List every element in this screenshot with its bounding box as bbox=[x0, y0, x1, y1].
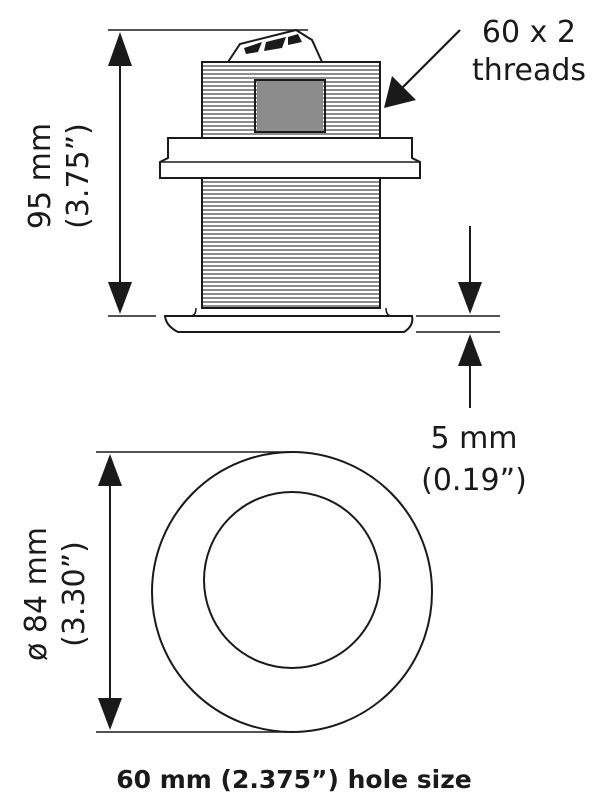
flange-arrow-down bbox=[458, 282, 482, 314]
diameter-label-line1: ø 84 mm bbox=[19, 527, 54, 661]
upper-thread-lines bbox=[202, 65, 380, 135]
diameter-dimension bbox=[96, 451, 292, 733]
threads-label-line1: 60 x 2 bbox=[482, 15, 576, 50]
window-thread-lines bbox=[257, 83, 323, 129]
height-label-line1: 95 mm bbox=[23, 123, 58, 229]
flange-nut bbox=[159, 137, 421, 179]
flange-label-line1: 5 mm bbox=[430, 421, 517, 456]
body-window bbox=[254, 79, 326, 133]
flange-dimension bbox=[416, 226, 500, 408]
height-label-line2: (3.75”) bbox=[61, 123, 96, 229]
lower-thread-lines bbox=[202, 181, 380, 307]
cap-logo-mark bbox=[244, 34, 302, 54]
outer-flange-circle bbox=[151, 451, 433, 733]
side-view bbox=[108, 28, 500, 408]
flange-arrow-up bbox=[458, 334, 482, 366]
height-arrow-top bbox=[108, 32, 132, 66]
diameter-arrow-top bbox=[98, 454, 122, 486]
bottom-flange bbox=[163, 315, 414, 333]
diameter-arrow-bottom bbox=[98, 698, 122, 730]
diameter-label-line2: (3.30”) bbox=[57, 541, 92, 647]
threads-callout bbox=[384, 29, 461, 108]
threads-callout-arrowhead bbox=[384, 76, 416, 108]
top-view bbox=[96, 451, 433, 733]
threads-label-line2: threads bbox=[472, 53, 586, 88]
height-arrow-bottom bbox=[108, 282, 132, 314]
lower-threaded-body bbox=[201, 177, 381, 309]
inner-body-circle bbox=[203, 491, 381, 669]
flange-label-line2: (0.19”) bbox=[421, 463, 527, 498]
hole-size-caption: 60 mm (2.375”) hole size bbox=[116, 765, 472, 794]
height-dimension bbox=[108, 29, 308, 317]
